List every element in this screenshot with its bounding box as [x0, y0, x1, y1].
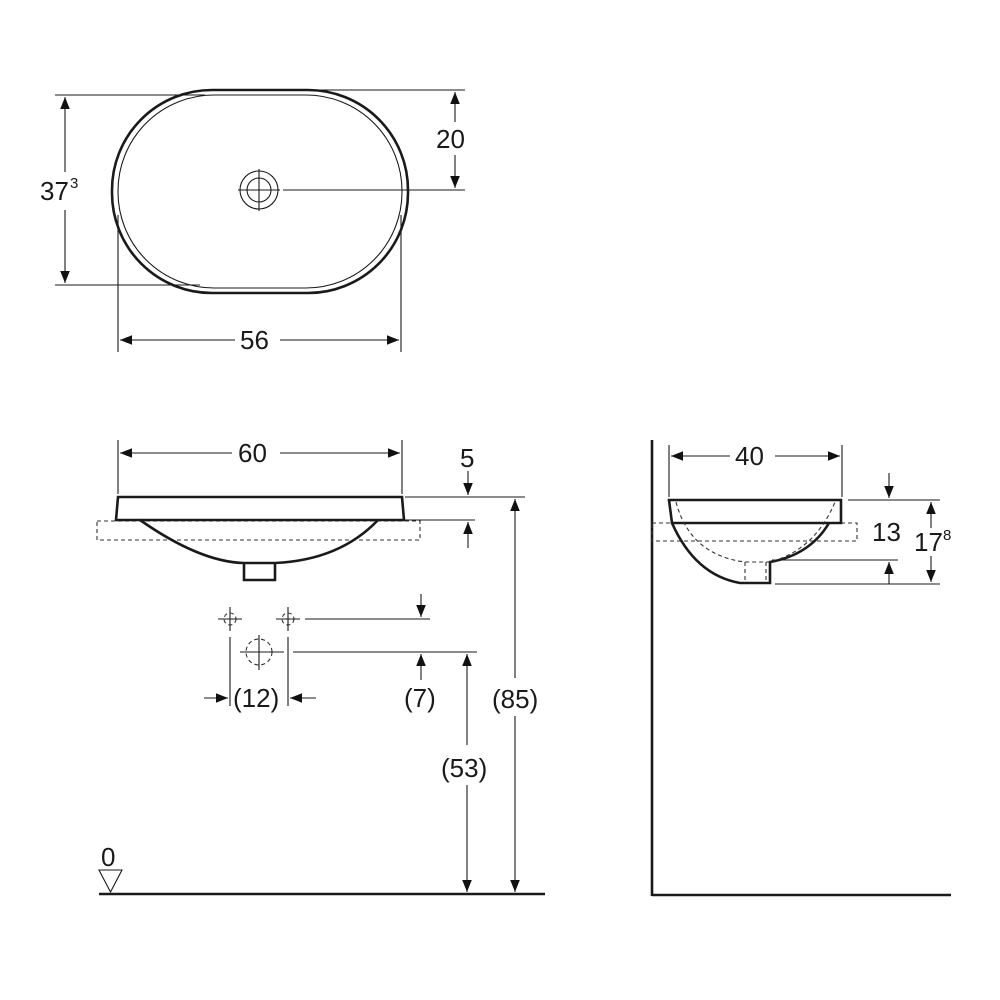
basin-bowl [139, 518, 379, 565]
side-basin-inner [675, 501, 836, 563]
dim-depth-superscript: 3 [70, 175, 78, 192]
drain-icon [238, 169, 280, 211]
dim-waste-height-label: (53) [441, 753, 487, 783]
dim-tap-offset-label: (7) [404, 683, 436, 713]
side-basin-rim [667, 498, 843, 525]
dim-total-depth-label: 17 [914, 527, 943, 557]
dim-tap-spacing-label: (12) [233, 683, 279, 713]
waste-outlet [242, 563, 277, 582]
basin-outline-outer [110, 88, 410, 295]
waste-position-icon [240, 635, 284, 670]
dim-side-depth-label: 40 [735, 441, 764, 471]
front-view: 60 5 (12) ( [96, 438, 545, 896]
dim-rim-height-label: (85) [492, 684, 538, 714]
dim-rim-thickness-label: 5 [460, 443, 474, 473]
dim-total-depth-superscript: 8 [943, 527, 951, 544]
dim-overall-width-label: 60 [238, 438, 267, 468]
side-view: 40 13 17 8 [650, 440, 951, 897]
tap-hole-right-icon [276, 607, 300, 631]
dim-waste-offset-label: 20 [436, 124, 465, 154]
basin-outline-inner [117, 94, 403, 289]
top-view: 37 3 20 56 [40, 88, 465, 355]
floor-level-marker-icon [98, 869, 123, 894]
tap-hole-left-icon [218, 607, 242, 631]
side-basin-bowl [670, 522, 831, 585]
dim-depth-label: 37 [40, 176, 69, 206]
floor-level-label: 0 [101, 842, 115, 872]
basin-rim [114, 495, 406, 522]
side-countertop-outline [651, 522, 858, 542]
dim-bowl-depth-label: 13 [872, 517, 901, 547]
dim-width-label: 56 [240, 325, 269, 355]
